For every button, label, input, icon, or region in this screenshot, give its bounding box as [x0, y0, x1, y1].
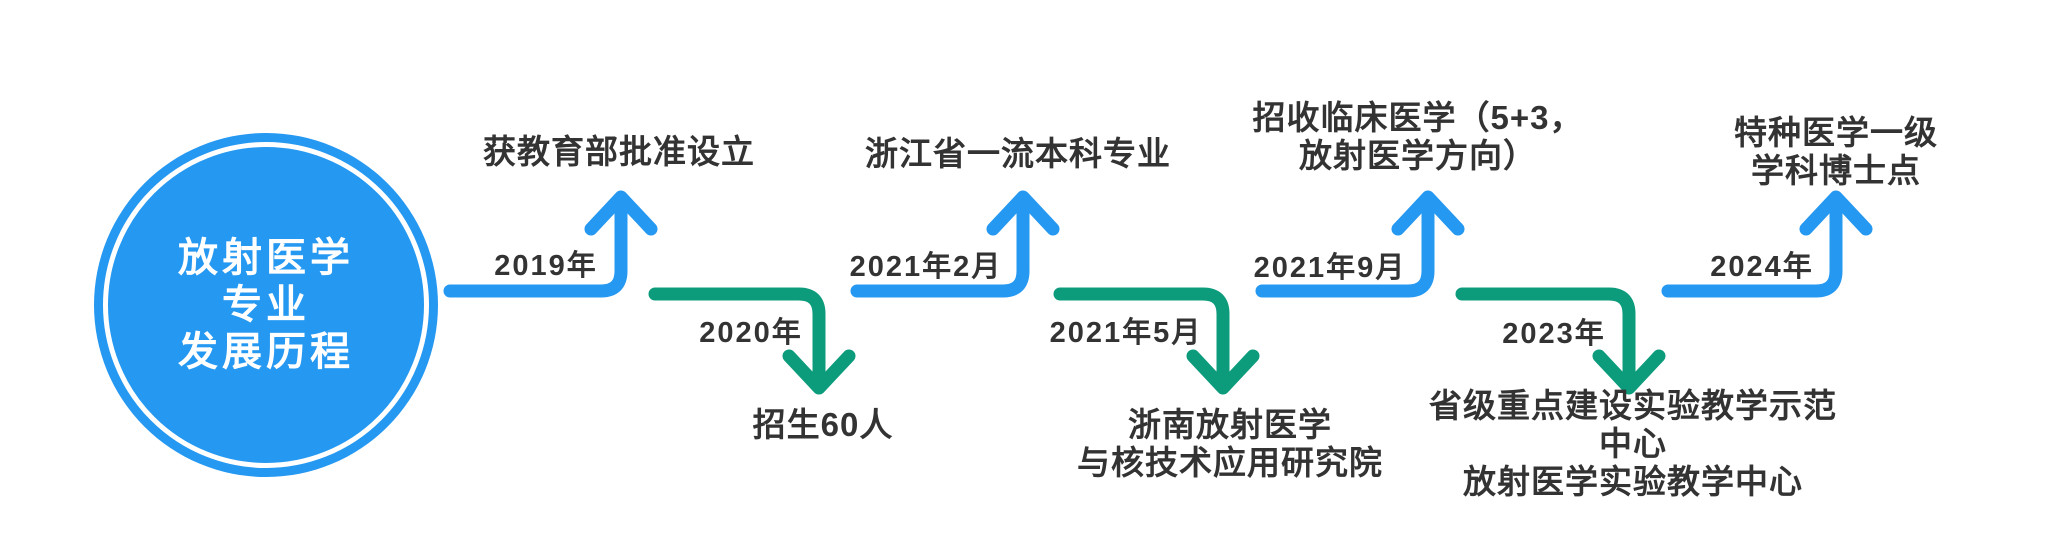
arrowhead-down-icon — [1592, 349, 1666, 395]
year-label-2020: 2020年 — [699, 317, 803, 349]
event-label-2020: 招生60人 — [752, 406, 894, 443]
arrowhead-up-icon — [584, 190, 658, 236]
up-arrow-2021-09 — [1255, 190, 1465, 298]
down-arrow-2023 — [1455, 287, 1666, 395]
up-arrow-2019 — [443, 190, 658, 298]
year-label-2024: 2024年 — [1710, 251, 1814, 283]
year-label-2021-05: 2021年5月 — [1049, 317, 1203, 349]
year-label-2019: 2019年 — [494, 250, 598, 282]
arrowhead-down-icon — [1186, 349, 1260, 395]
arrowhead-up-icon — [1391, 190, 1465, 236]
down-arrow-2020 — [648, 287, 856, 395]
program-title-circle: 放射医学 专业 发展历程 — [94, 133, 438, 477]
down-arrow-2021-05 — [1053, 287, 1260, 395]
program-title: 放射医学 专业 发展历程 — [178, 235, 354, 376]
event-label-2021-02: 浙江省一流本科专业 — [865, 135, 1171, 172]
arrowhead-down-icon — [782, 349, 856, 395]
year-label-2023: 2023年 — [1502, 318, 1606, 350]
year-label-2021-02: 2021年2月 — [849, 251, 1003, 283]
arrowhead-up-icon — [1799, 190, 1873, 236]
up-arrow-2021-02 — [850, 190, 1060, 298]
program-title-line3: 发展历程 — [178, 329, 354, 374]
program-title-line1: 放射医学 — [178, 235, 354, 280]
event-label-2023: 省级重点建设实验教学示范中心 放射医学实验教学中心 — [1429, 387, 1837, 500]
year-label-2021-09: 2021年9月 — [1253, 252, 1407, 284]
event-label-2019: 获教育部批准设立 — [483, 133, 755, 170]
up-arrow-2024 — [1661, 190, 1873, 298]
circle-ring — [103, 142, 429, 468]
event-label-2021-09: 招收临床医学（5+3， 放射医学方向） — [1252, 99, 1584, 174]
event-label-2024: 特种医学一级学科博士点 — [1734, 114, 1938, 189]
event-label-2021-05: 浙南放射医学 与核技术应用研究院 — [1077, 406, 1383, 481]
arrowhead-up-icon — [986, 190, 1060, 236]
program-title-line2: 专业 — [222, 282, 310, 327]
